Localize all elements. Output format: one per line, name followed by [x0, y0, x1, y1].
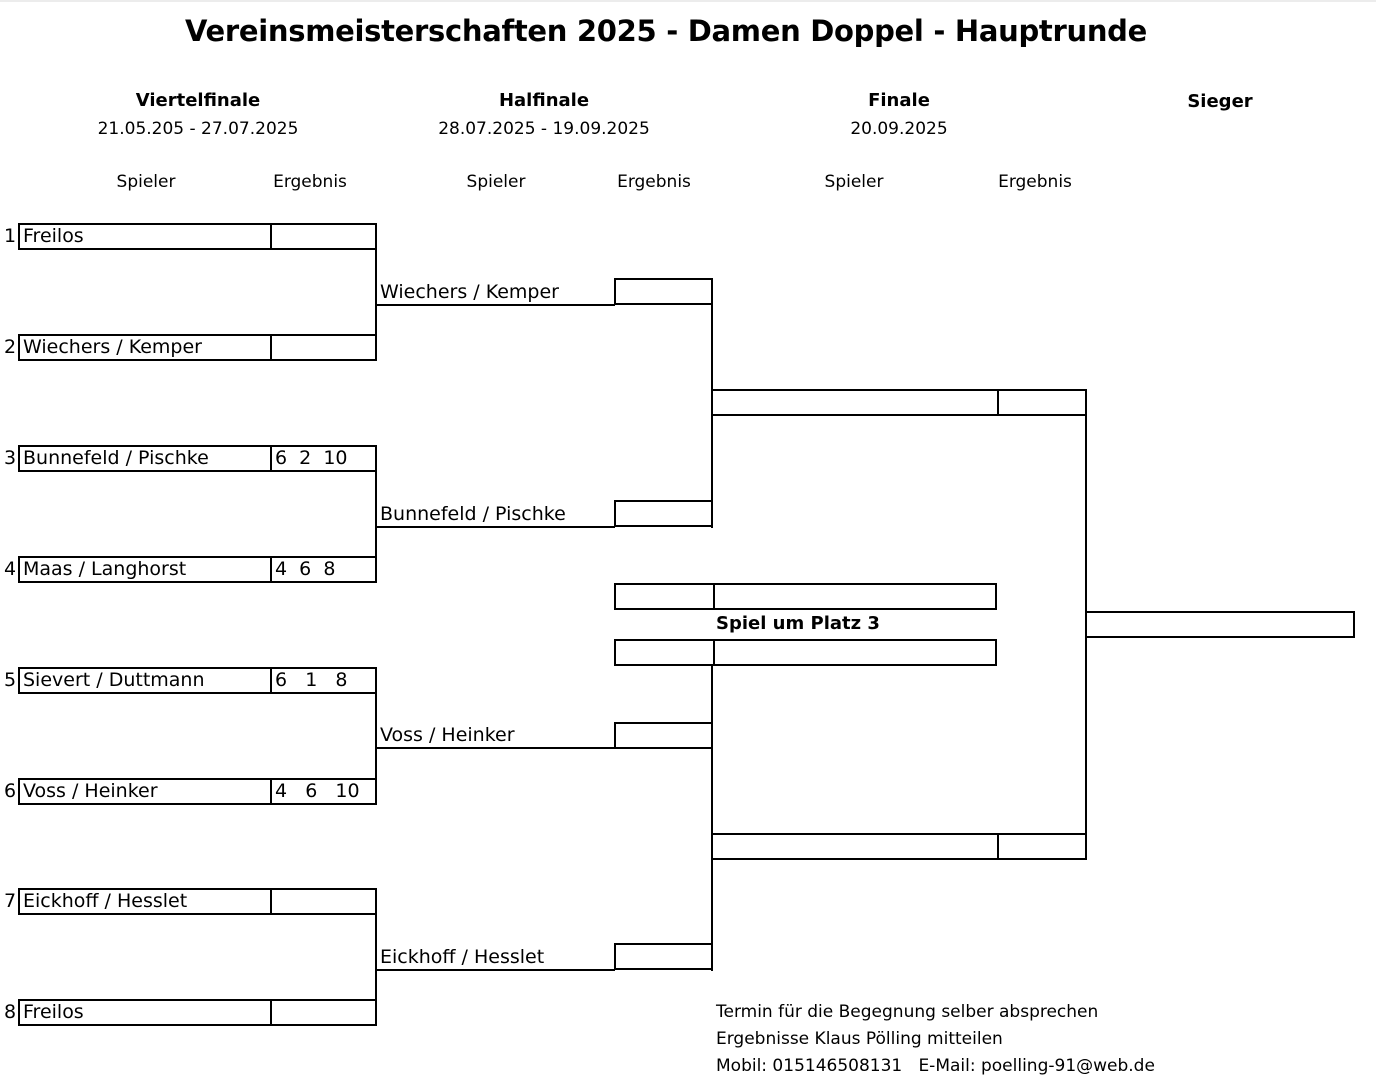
qf-slot-5[interactable]: Sievert / Duttmann 6 1 8 [18, 667, 377, 694]
col-header-player-sf: Spieler [466, 172, 526, 192]
col-header-player-final: Spieler [824, 172, 884, 192]
sf-player-3: Voss / Heinker [380, 724, 515, 746]
seed-7: 7 [4, 890, 17, 912]
seed-5: 5 [4, 669, 17, 691]
connector-qf-5-6 [375, 667, 377, 805]
sf-result-1-text [616, 280, 711, 303]
third-place-slot-a[interactable] [614, 583, 997, 610]
winner-name [1087, 613, 1353, 636]
seed-2: 2 [4, 336, 17, 358]
sf-player-1: Wiechers / Kemper [380, 281, 559, 303]
sf-result-2[interactable] [614, 500, 713, 527]
final-slot-1[interactable] [711, 389, 1087, 416]
connector-qf-1-2 [375, 223, 377, 361]
col-header-result-final: Ergebnis [998, 172, 1072, 192]
third-place-result-b[interactable] [616, 641, 714, 664]
seed-3: 3 [4, 447, 17, 469]
qf-player-7: Eickhoff / Hesslet [23, 890, 188, 912]
qf-player-5: Sievert / Duttmann [23, 669, 205, 691]
sf-player-4: Eickhoff / Hesslet [380, 946, 545, 968]
third-place-slot-b[interactable] [614, 639, 997, 666]
sf-result-4-text [616, 945, 711, 968]
qf-result-8[interactable] [270, 1001, 375, 1024]
round-header-quarterfinal: Viertelfinale [135, 90, 261, 111]
final-result-2[interactable] [997, 835, 1085, 858]
sf-underline-4 [375, 969, 615, 971]
final-player-2 [713, 835, 998, 858]
qf-result-7[interactable] [270, 890, 375, 913]
qf-slot-7[interactable]: Eickhoff / Hesslet [18, 888, 377, 915]
round-dates-final: 20.09.2025 [850, 119, 948, 139]
seed-4: 4 [4, 558, 17, 580]
connector-qf-3-4 [375, 445, 377, 583]
round-dates-quarterfinal: 21.05.205 - 27.07.2025 [97, 119, 299, 139]
qf-slot-8[interactable]: Freilos [18, 999, 377, 1026]
qf-player-4: Maas / Langhorst [23, 558, 187, 580]
final-slot-2[interactable] [711, 833, 1087, 860]
qf-slot-2[interactable]: Wiechers / Kemper [18, 334, 377, 361]
col-header-result-qf: Ergebnis [273, 172, 347, 192]
third-place-player-b [713, 641, 995, 664]
qf-result-5[interactable]: 6 1 8 [270, 669, 375, 692]
sf-underline-3 [375, 747, 615, 749]
third-place-label: Spiel um Platz 3 [716, 613, 880, 634]
seed-8: 8 [4, 1001, 17, 1023]
qf-player-3: Bunnefeld / Pischke [23, 447, 209, 469]
sf-result-4[interactable] [614, 943, 713, 970]
qf-result-2[interactable] [270, 336, 375, 359]
sf-underline-1 [375, 304, 615, 306]
round-header-winner: Sieger [1187, 91, 1253, 112]
seed-1: 1 [4, 225, 17, 247]
sf-result-2-text [616, 502, 711, 525]
connector-qf-7-8 [375, 888, 377, 1026]
col-header-result-sf: Ergebnis [617, 172, 691, 192]
qf-result-1[interactable] [270, 225, 375, 248]
qf-result-3[interactable]: 6 2 10 [270, 447, 375, 470]
connector-sf-3-4 [711, 666, 713, 971]
round-header-final: Finale [868, 90, 930, 111]
qf-result-4[interactable]: 4 6 8 [270, 558, 375, 581]
note-results: Ergebnisse Klaus Pölling mitteilen [716, 1029, 1003, 1049]
sf-result-1[interactable] [614, 278, 713, 305]
page-title: Vereinsmeisterschaften 2025 - Damen Dopp… [184, 14, 1147, 48]
sf-result-3[interactable] [614, 722, 713, 749]
note-contact: Mobil: 015146508131 E-Mail: poelling-91@… [716, 1056, 1155, 1076]
sf-player-2: Bunnefeld / Pischke [380, 503, 566, 525]
qf-player-1: Freilos [23, 225, 84, 247]
winner-slot[interactable] [1085, 611, 1355, 638]
qf-player-8: Freilos [23, 1001, 84, 1023]
qf-slot-6[interactable]: Voss / Heinker 4 6 10 [18, 778, 377, 805]
col-header-player-qf: Spieler [116, 172, 176, 192]
qf-slot-4[interactable]: Maas / Langhorst 4 6 8 [18, 556, 377, 583]
note-appointment: Termin für die Begegnung selber absprech… [716, 1002, 1099, 1022]
qf-result-6[interactable]: 4 6 10 [270, 780, 375, 803]
sf-result-3-text [616, 724, 711, 747]
seed-6: 6 [4, 780, 17, 802]
qf-slot-3[interactable]: Bunnefeld / Pischke 6 2 10 [18, 445, 377, 472]
top-rule [0, 0, 1376, 2]
qf-player-2: Wiechers / Kemper [23, 336, 202, 358]
round-header-semifinal: Halfinale [498, 90, 590, 111]
sf-underline-2 [375, 526, 615, 528]
third-place-result-a[interactable] [616, 585, 714, 608]
round-dates-semifinal: 28.07.2025 - 19.09.2025 [438, 119, 650, 139]
final-result-1[interactable] [997, 391, 1085, 414]
qf-player-6: Voss / Heinker [23, 780, 158, 802]
third-place-player-a [713, 585, 995, 608]
qf-slot-1[interactable]: Freilos [18, 223, 377, 250]
final-player-1 [713, 391, 998, 414]
